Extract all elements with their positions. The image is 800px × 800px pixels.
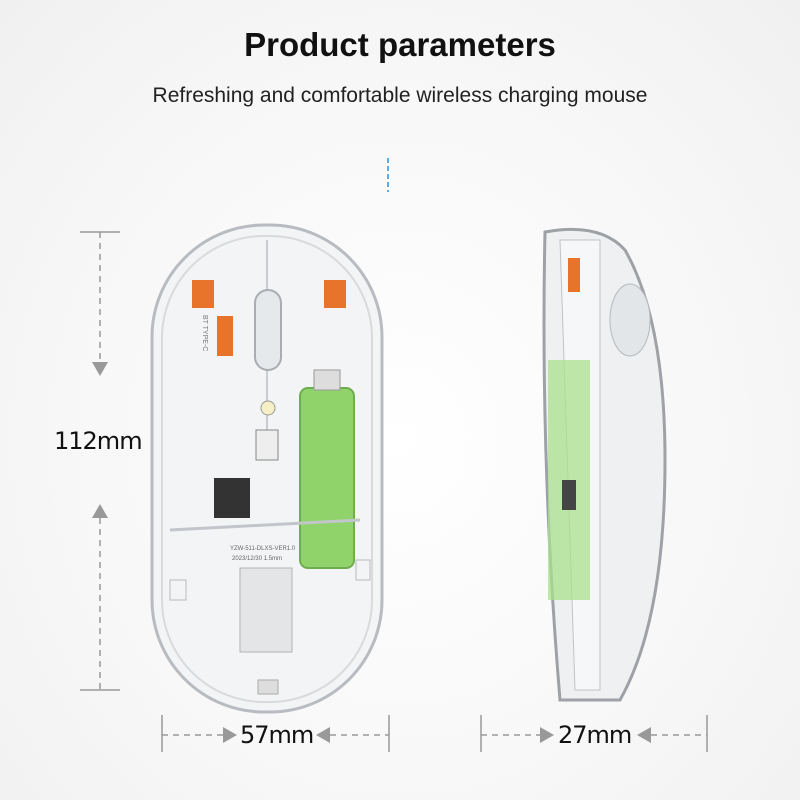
switch-right bbox=[324, 280, 346, 308]
mouse-top-view bbox=[150, 223, 384, 714]
board-model-text: YZW-511-DLXS-VER1.0 bbox=[230, 546, 296, 552]
board-date-text: 2023/12/30 1.5mm bbox=[232, 556, 282, 562]
height-label: 27mm bbox=[558, 721, 632, 749]
height-dimension-line bbox=[480, 715, 708, 752]
width-label: 57mm bbox=[240, 721, 314, 749]
width-dimension-line bbox=[161, 715, 390, 752]
mouse-side-view bbox=[542, 227, 667, 702]
page-subtitle: Refreshing and comfortable wireless char… bbox=[152, 84, 648, 107]
length-label: 112mm bbox=[54, 427, 143, 455]
battery bbox=[299, 387, 355, 569]
board-port-label: BT TYPE-C bbox=[201, 315, 208, 351]
length-dimension-line bbox=[80, 231, 120, 691]
page-title: Product parameters bbox=[244, 26, 556, 63]
switch-left bbox=[192, 280, 214, 308]
